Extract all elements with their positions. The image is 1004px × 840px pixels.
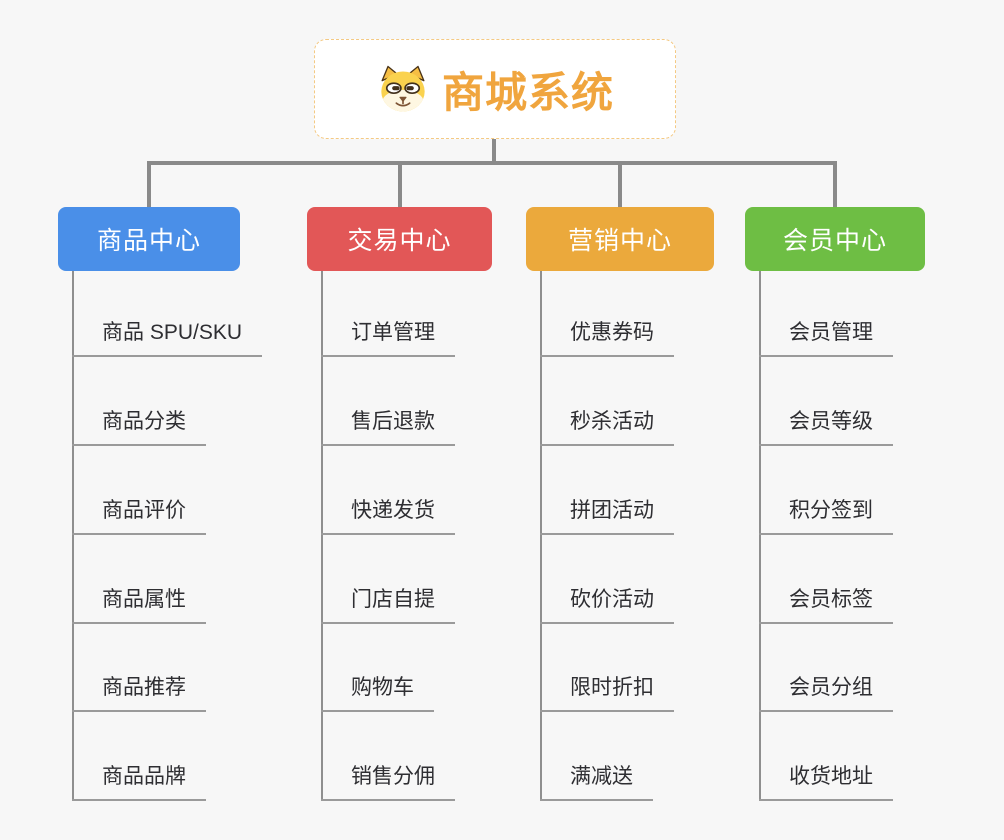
branch-node-label: 商品中心 [96,227,201,255]
leaf-node[interactable]: 商品品牌 [72,765,206,801]
column-line [72,271,74,801]
root-node-label: 商城系统 [441,68,614,116]
leaf-node[interactable]: 售后退款 [321,410,455,446]
leaf-node[interactable]: 积分签到 [759,499,893,535]
branch-node[interactable]: 会员中心 [745,207,925,271]
leaf-node[interactable]: 会员等级 [759,410,893,446]
leaf-node[interactable]: 拼团活动 [540,499,674,535]
branch-node-label: 营销中心 [567,227,672,255]
column-line [321,271,323,801]
leaf-node[interactable]: 会员分组 [759,676,893,712]
column-line [540,271,542,801]
leaf-node[interactable]: 秒杀活动 [540,410,674,446]
leaf-node[interactable]: 砍价活动 [540,588,674,624]
branch-drop-line [833,161,837,211]
dog-face-icon [381,65,425,112]
leaf-node[interactable]: 满减送 [540,765,653,801]
leaf-node[interactable]: 快递发货 [321,499,455,535]
leaf-node[interactable]: 门店自提 [321,588,455,624]
branch-node[interactable]: 营销中心 [526,207,714,271]
leaf-node[interactable]: 商品 SPU/SKU [72,321,263,357]
branch-bus-line [149,161,835,165]
leaf-node[interactable]: 购物车 [321,676,434,712]
leaf-node[interactable]: 收货地址 [759,765,893,801]
leaf-node[interactable]: 销售分佣 [321,765,455,801]
leaf-node[interactable]: 商品属性 [72,588,206,624]
branch-node[interactable]: 商品中心 [58,207,240,271]
leaf-node[interactable]: 商品评价 [72,499,206,535]
leaf-node[interactable]: 订单管理 [321,321,455,357]
leaf-node[interactable]: 优惠券码 [540,321,674,357]
leaf-node[interactable]: 商品分类 [72,410,206,446]
leaf-node[interactable]: 会员管理 [759,321,893,357]
branch-drop-line [618,161,622,211]
root-node[interactable]: 商城系统 [314,39,676,139]
branch-node-label: 会员中心 [782,227,887,255]
leaf-node[interactable]: 限时折扣 [540,676,674,712]
branch-node[interactable]: 交易中心 [307,207,492,271]
column-line [759,271,761,801]
root-connector-line [492,139,496,165]
branch-drop-line [147,161,151,211]
branch-node-label: 交易中心 [347,227,452,255]
leaf-node[interactable]: 会员标签 [759,588,893,624]
leaf-node[interactable]: 商品推荐 [72,676,206,712]
branch-drop-line [397,161,402,211]
